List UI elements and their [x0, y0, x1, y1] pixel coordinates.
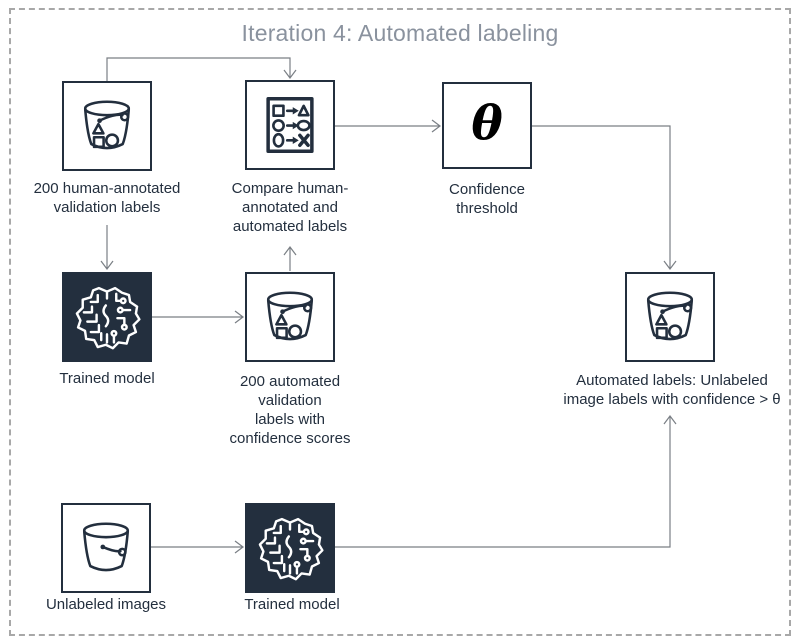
label-automated-validation-bucket: 200 automated validation labels with con…: [229, 373, 351, 447]
s3-bucket-with-labels-icon: [646, 291, 694, 341]
compare-labels-icon: [266, 97, 314, 153]
label-automated-labels-bucket: Automated labels: Unlabeled image labels…: [563, 372, 781, 408]
s3-bucket-plain-icon: [82, 522, 130, 572]
node-trained-model-bottom: [245, 503, 335, 593]
diagram-title: Iteration 4: Automated labeling: [241, 20, 559, 46]
ml-model-brain-icon: [75, 286, 141, 350]
label-trained-model-bottom: Trained model: [244, 596, 340, 613]
node-automated-validation-bucket: [245, 272, 335, 362]
label-human-annotated-bucket: 200 human-annotated validation labels: [33, 180, 181, 216]
dashed-border: [9, 8, 791, 636]
node-compare-labels: [245, 80, 335, 170]
theta-symbol: θ: [471, 96, 503, 151]
node-human-annotated-bucket: [62, 81, 152, 171]
label-unlabeled-images-bucket: Unlabeled images: [45, 596, 167, 613]
node-trained-model-top: [62, 272, 152, 362]
node-automated-labels-bucket: [625, 272, 715, 362]
s3-bucket-with-labels-icon: [266, 291, 314, 341]
node-confidence-threshold: θ: [442, 82, 532, 169]
s3-bucket-with-labels-icon: [83, 100, 131, 150]
label-compare-labels: Compare human- annotated and automated l…: [231, 180, 349, 235]
label-confidence-threshold: Confidence threshold: [449, 181, 525, 217]
node-unlabeled-images-bucket: [61, 503, 151, 593]
label-trained-model-top: Trained model: [59, 370, 155, 387]
ml-model-brain-icon: [258, 517, 324, 581]
